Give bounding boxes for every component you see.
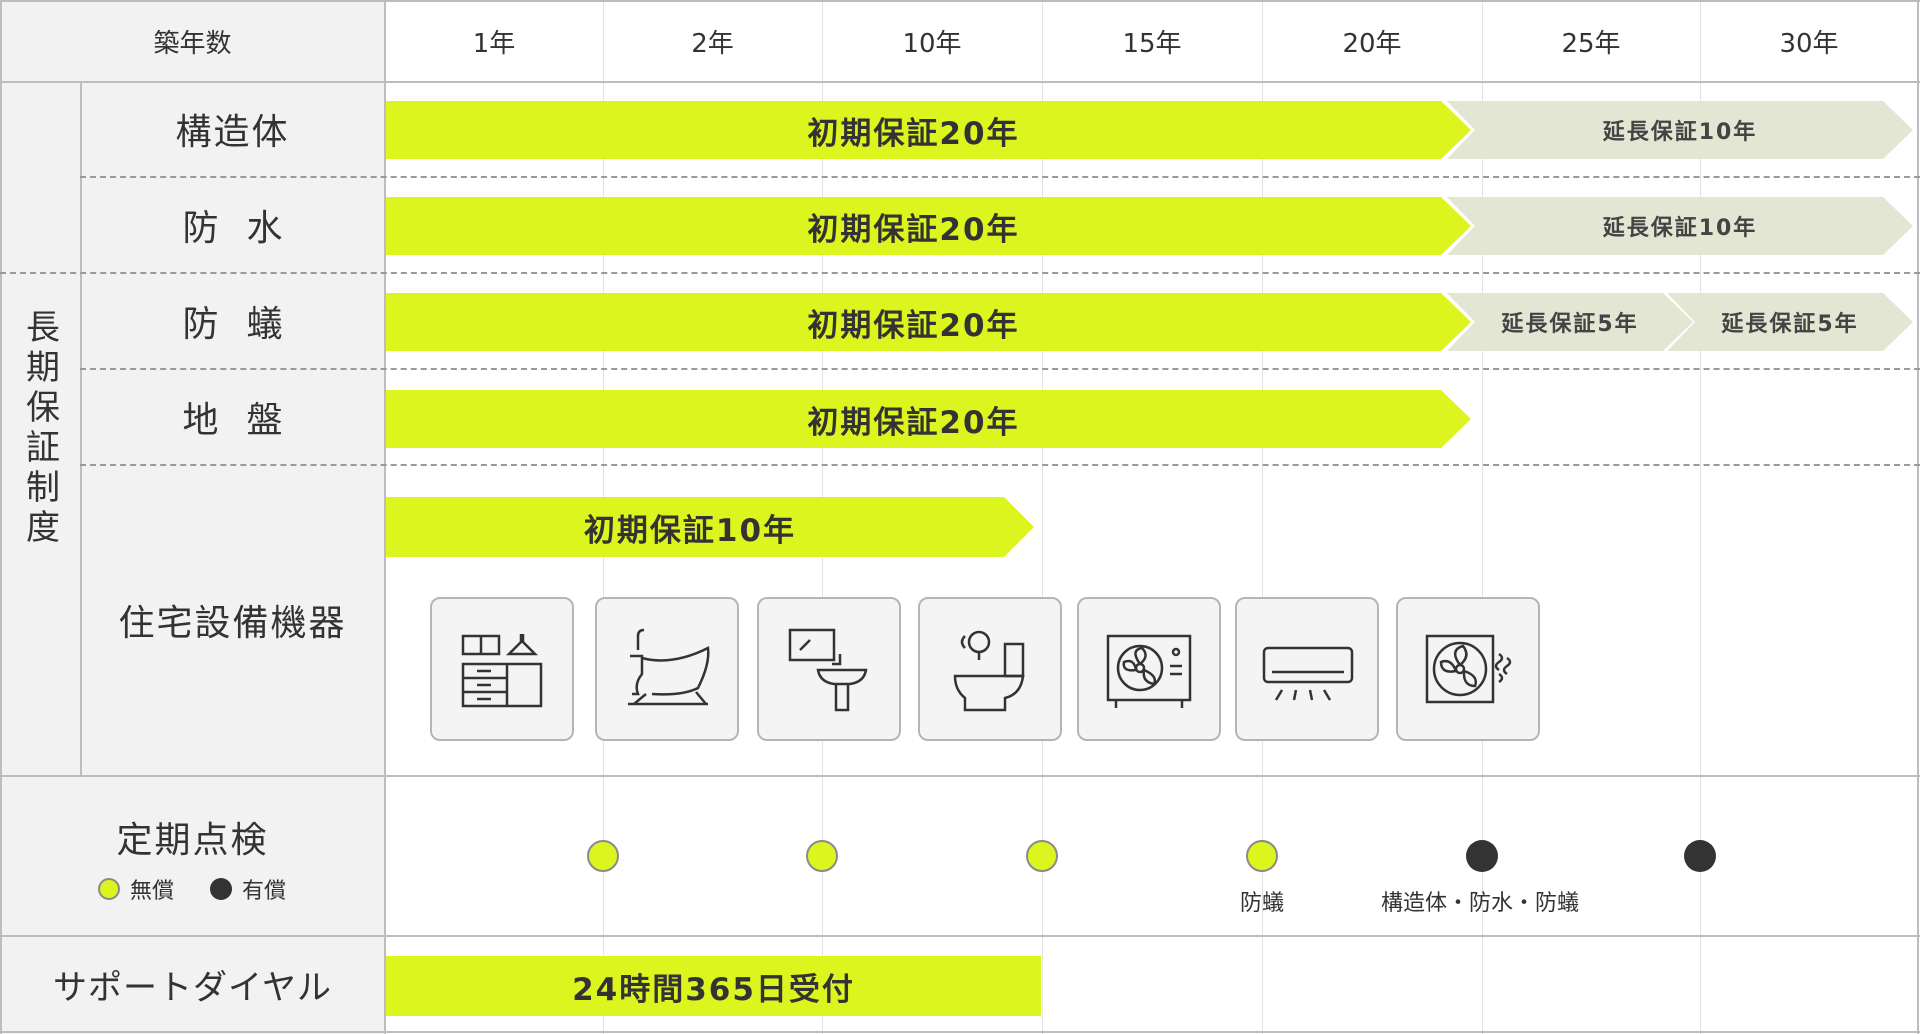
- equipment-tile-toilet: [918, 597, 1062, 741]
- water-heater-icon: [1106, 634, 1192, 708]
- equipment-tile-water-heater: [1077, 597, 1221, 741]
- extended-warranty-bar-waterproof: 延長保証10年: [1447, 197, 1913, 255]
- header-year: 20年: [1342, 28, 1402, 59]
- legend-free-dot: [98, 878, 120, 900]
- initial-warranty-bar-termite: 初期保証20年: [386, 293, 1471, 351]
- row-separator: [80, 464, 1920, 466]
- long-term-title-bg: [0, 82, 80, 776]
- inspection-dot-free: [1026, 840, 1058, 872]
- long-term-warranty-title: 長期保証制度: [0, 84, 80, 774]
- table-border-bottom: [0, 1031, 1920, 1033]
- inspection-divider: [0, 775, 1920, 777]
- inspection-label-bg: [0, 776, 385, 936]
- initial-warranty-bar-structure: 初期保証20年: [386, 101, 1471, 159]
- year-gridline: [1262, 0, 1263, 1034]
- inspection-legend: 無償 有償: [98, 873, 286, 905]
- table-border-right: [1917, 0, 1919, 1034]
- inspection-label: 定期点検: [116, 820, 269, 861]
- toilet-icon: [953, 630, 1025, 712]
- legend-free-label: 無償: [130, 879, 175, 904]
- row-label-equipment: 住宅設備機器: [118, 603, 347, 644]
- year-gridline: [1700, 0, 1701, 1034]
- inspection-dot-free: [806, 840, 838, 872]
- long-term-warranty-title-text: 長期保証制度: [19, 309, 60, 549]
- year-gridline: [1042, 0, 1043, 1034]
- header-year: 15年: [1122, 28, 1182, 59]
- title-column-divider: [80, 82, 82, 776]
- table-border-left: [0, 0, 2, 1034]
- header-year: 10年: [902, 28, 962, 59]
- support-label-bg: [0, 936, 385, 1034]
- support-dial-bar: 24時間365日受付: [386, 956, 1041, 1016]
- header-year: 1年: [472, 28, 516, 59]
- row-separator: [80, 368, 1920, 370]
- corner-cell-bg: [0, 0, 385, 82]
- initial-warranty-bar-ground: 初期保証20年: [386, 390, 1471, 448]
- kitchen-icon: [461, 634, 543, 708]
- support-divider: [0, 935, 1920, 937]
- header-divider: [0, 81, 1920, 83]
- initial-warranty-bar-equipment: 初期保証10年: [386, 497, 1034, 557]
- initial-warranty-bar-waterproof: 初期保証20年: [386, 197, 1471, 255]
- equipment-tile-bathtub: [595, 597, 739, 741]
- extended-warranty-bar-structure: 延長保証10年: [1447, 101, 1913, 159]
- washbasin-icon: [788, 628, 868, 712]
- inspection-dot-paid: [1466, 840, 1498, 872]
- inspection-note-structure: 構造体・防水・防蟻: [1380, 891, 1580, 916]
- header-year: 30年: [1779, 28, 1839, 59]
- row-label-ground: 地盤: [182, 399, 311, 441]
- header-corner-label: 築年数: [153, 28, 232, 59]
- extended-warranty-bar-termite-2: 延長保証5年: [1667, 293, 1913, 351]
- equipment-tile-air-conditioner: [1235, 597, 1379, 741]
- legend-paid-dot: [210, 878, 233, 900]
- inspection-dot-free: [1246, 840, 1278, 872]
- header-year: 2年: [691, 28, 734, 59]
- air-conditioner-icon: [1262, 646, 1354, 701]
- support-dial-label: サポートダイヤル: [53, 968, 332, 1008]
- table-border-top: [0, 0, 1920, 2]
- row-separator: [0, 272, 1920, 274]
- label-column-divider: [384, 0, 386, 1034]
- inspection-note-termite: 防蟻: [1239, 891, 1285, 916]
- inspection-dot-free: [587, 840, 619, 872]
- legend-paid-label: 有償: [242, 879, 287, 904]
- ventilation-fan-icon: [1425, 634, 1512, 704]
- bathtub-icon: [628, 628, 710, 706]
- inspection-dot-paid: [1684, 840, 1716, 872]
- header-year: 25年: [1561, 28, 1621, 59]
- year-gridline: [1482, 0, 1483, 1034]
- equipment-tile-washbasin: [757, 597, 901, 741]
- equipment-tile-kitchen: [430, 597, 574, 741]
- equipment-tile-ventilation-fan: [1396, 597, 1540, 741]
- row-label-termite: 防蟻: [182, 303, 311, 345]
- row-label-waterproof: 防水: [182, 207, 311, 249]
- row-label-structure: 構造体: [175, 112, 290, 153]
- row-separator: [80, 176, 1920, 178]
- extended-warranty-bar-termite-1: 延長保証5年: [1447, 293, 1693, 351]
- row-labels-bg: [80, 82, 385, 776]
